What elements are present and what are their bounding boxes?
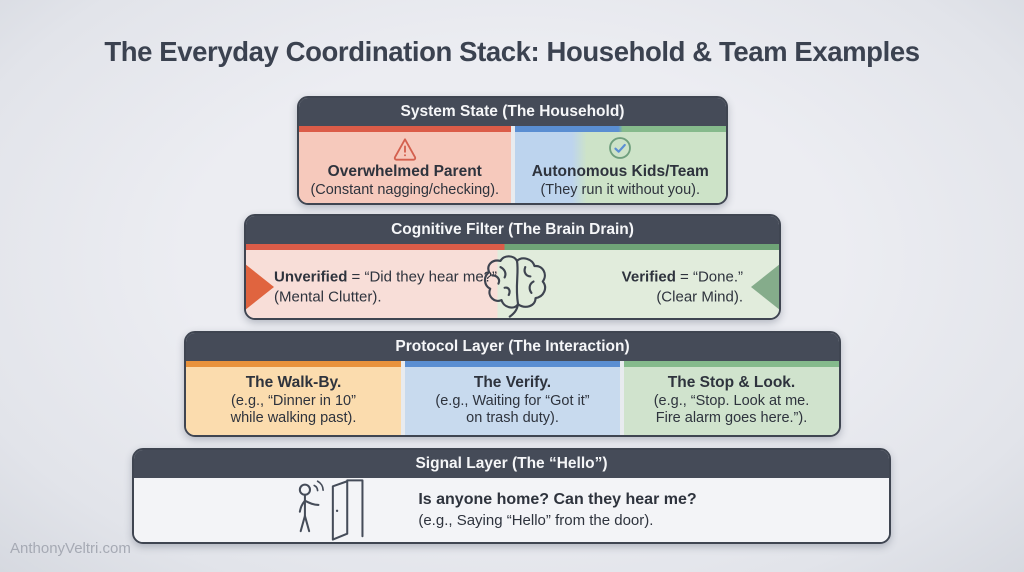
cell-title: Overwhelmed Parent (327, 163, 482, 181)
cell-line2: while walking past). (230, 410, 357, 427)
unverified-text: Unverified = “Did they hear me?” (Mental… (274, 268, 497, 307)
layer-protocol-header: Protocol Layer (The Interaction) (186, 333, 839, 361)
layer-system-state-header: System State (The Household) (299, 98, 726, 126)
layer-protocol: Protocol Layer (The Interaction) The Wal… (184, 331, 841, 437)
verified-subtitle: (Clear Mind). (656, 288, 743, 305)
red-strip (299, 126, 511, 132)
cell-overwhelmed-parent: Overwhelmed Parent (Constant nagging/che… (299, 126, 511, 203)
warning-icon (393, 138, 416, 161)
layer-signal-body: Is anyone home? Can they hear me? (e.g.,… (134, 478, 889, 542)
red-green-strip (246, 244, 779, 250)
green-strip (624, 361, 839, 367)
cell-stop-look: The Stop & Look. (e.g., “Stop. Look at m… (624, 361, 839, 435)
blue-strip (405, 361, 620, 367)
cell-walk-by: The Walk-By. (e.g., “Dinner in 10” while… (186, 361, 401, 435)
signal-text: Is anyone home? Can they hear me? (e.g.,… (418, 490, 696, 530)
cell-line2: on trash duty). (466, 410, 559, 427)
page-title: The Everyday Coordination Stack: Househo… (104, 36, 920, 67)
cell-line1: (e.g., Waiting for “Got it” (435, 392, 590, 409)
cell-line1: (e.g., “Dinner in 10” (231, 392, 356, 409)
cell-line1: (e.g., “Stop. Look at me. (653, 392, 810, 409)
cell-title: Autonomous Kids/Team (531, 163, 709, 181)
unverified-subtitle: (Mental Clutter). (274, 288, 382, 305)
person-door-icon (299, 479, 364, 541)
check-icon (609, 137, 632, 160)
verified-text: Verified = “Done.” (Clear Mind). (622, 268, 743, 307)
signal-title: Is anyone home? Can they hear me? (418, 490, 697, 508)
cell-autonomous-kids: Autonomous Kids/Team (They run it withou… (514, 126, 726, 203)
arrow-left-icon (751, 264, 779, 310)
layer-system-state-body: Overwhelmed Parent (Constant nagging/che… (299, 126, 726, 203)
layer-cognitive-filter: Cognitive Filter (The Brain Drain) Unver… (244, 214, 781, 320)
signal-subtitle: (e.g., Saying “Hello” from the door). (418, 511, 654, 529)
verified-line: Verified = “Done.” (621, 268, 743, 286)
cell-title: The Walk-By. (245, 373, 342, 391)
layer-cognitive-filter-body: Unverified = “Did they hear me?” (Mental… (246, 250, 779, 318)
cell-subtitle: (They run it without you). (540, 182, 701, 199)
layer-signal: Signal Layer (The “Hello”) Is (132, 448, 891, 544)
layer-system-state: System State (The Household) Overwhelmed… (297, 96, 728, 205)
layer-protocol-body: The Walk-By. (e.g., “Dinner in 10” while… (186, 361, 839, 435)
layer-cognitive-filter-header: Cognitive Filter (The Brain Drain) (246, 216, 779, 244)
cell-verify: The Verify. (e.g., Waiting for “Got it” … (405, 361, 620, 435)
arrow-right-icon (246, 264, 274, 310)
watermark: AnthonyVeltri.com (10, 540, 131, 557)
cell-line2: Fire alarm goes here.”). (655, 410, 808, 427)
orange-strip (186, 361, 401, 367)
cell-subtitle: (Constant nagging/checking). (310, 182, 500, 199)
layer-signal-header: Signal Layer (The “Hello”) (134, 450, 889, 478)
cell-title: The Stop & Look. (667, 373, 796, 391)
unverified-line: Unverified = “Did they hear me?” (274, 268, 498, 286)
blue-green-strip (514, 126, 726, 132)
cell-title: The Verify. (473, 373, 552, 391)
brain-icon (483, 255, 547, 318)
